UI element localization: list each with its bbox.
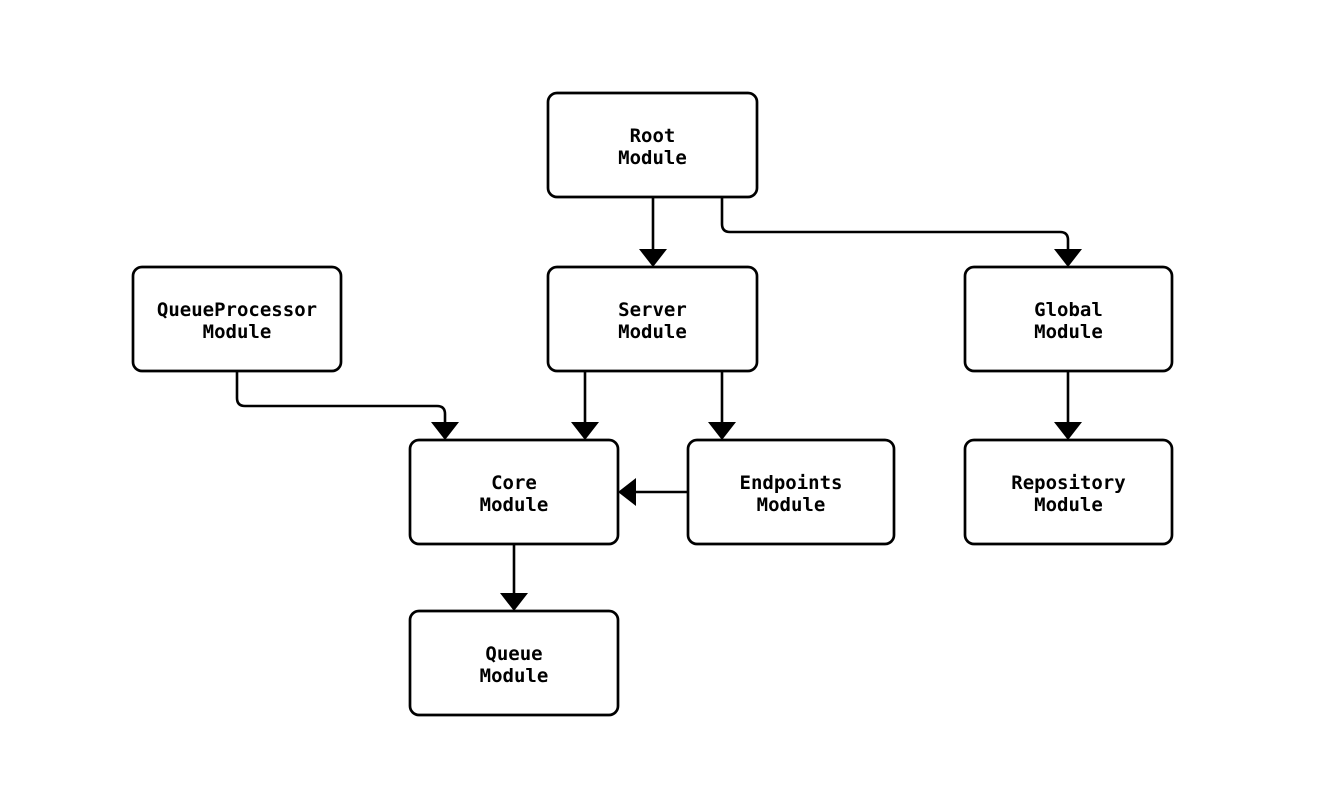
edge-queueprocessor-module-to-core-module [235,371,459,440]
node-server-module-label-line-2: Module [618,321,687,343]
node-endpoints-module-label-line-1: Endpoints [740,472,843,494]
node-server-module-label-line-1: Server [618,299,687,321]
edges-layer [235,197,1082,611]
node-endpoints-module-label-line-2: Module [757,494,826,516]
node-repository-module-label-line-2: Module [1034,494,1103,516]
node-repository-module-label-line-1: Repository [1011,472,1125,494]
node-global-module-box [963,265,1174,373]
node-endpoints-module-box [686,438,896,546]
node-queueprocessor-module-box [131,265,343,373]
node-server-module-box [546,265,759,373]
node-root-module-label-line-1: Root [630,125,676,147]
node-root-module-label-line-2: Module [618,147,687,169]
node-queue-module-box [408,609,620,717]
node-core-module-label-line-1: Core [491,472,537,494]
node-queueprocessor-module-label-line-1: QueueProcessor [157,299,317,321]
node-root-module-box [546,91,759,199]
node-queueprocessor-module-label-line-2: Module [203,321,272,343]
edge-root-module-to-global-module [720,197,1082,267]
node-core-module-label-line-2: Module [480,494,549,516]
node-queue-module-label-line-1: Queue [485,643,542,665]
node-queue-module-label-line-2: Module [480,665,549,687]
node-global-module-label-line-1: Global [1034,299,1103,321]
node-repository-module-box [963,438,1174,546]
node-core-module-box [408,438,620,546]
node-global-module-label-line-2: Module [1034,321,1103,343]
